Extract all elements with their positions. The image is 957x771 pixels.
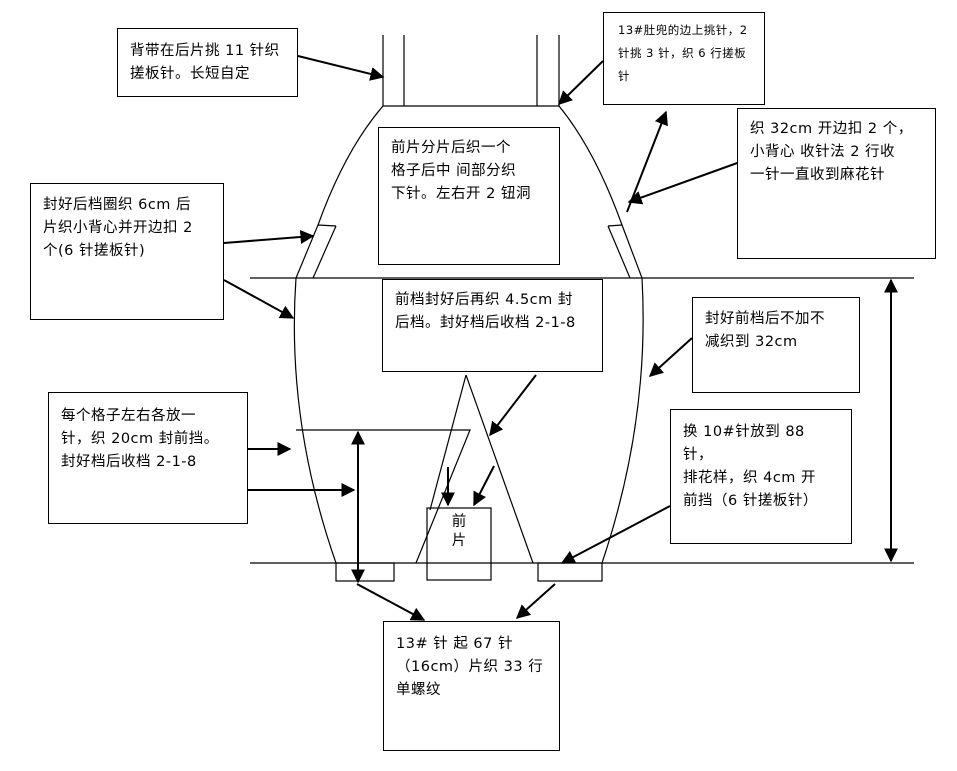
arrow-armhole (223, 230, 315, 244)
left-cuff (335, 562, 395, 582)
arrow-knit-32 (627, 161, 741, 205)
front-piece-box (426, 507, 492, 581)
arrow-crotch (489, 374, 537, 437)
arrow-cast-on-left (356, 583, 426, 621)
body-outline (601, 277, 644, 564)
note-front-split: 前片分片后织一个 格子后中 间部分织 下针。左右开 2 钮洞 (378, 127, 560, 265)
note-bib-edge: 13#肚兜的边上挑针，2 针挑 3 针，织 6 行搓板 针 (603, 12, 765, 105)
arrow-cast-on-right (515, 583, 556, 619)
side-band (312, 225, 337, 279)
arrow-no-change (648, 337, 693, 377)
note-grid-increase: 每个格子左右各放一 针，织 20cm 封前挡。 封好档后收档 2-1-8 (48, 392, 248, 524)
note-needle-change: 换 10#针放到 88 针， 排花样，织 4cm 开 前挡（6 针搓板针） (670, 409, 852, 544)
right-cuff (537, 562, 603, 582)
arrow-bib-side (626, 110, 668, 213)
right-leg (465, 374, 534, 564)
arrow-bib-edge (557, 60, 604, 105)
arrow-needle-change (560, 505, 671, 564)
body-outline (293, 277, 337, 564)
arrow-side (223, 279, 295, 319)
arrow-front-diag (473, 465, 495, 507)
left-leg (296, 429, 471, 564)
note-front-crotch-close: 前档封好后再织 4.5cm 封 后档。封好档后收档 2-1-8 (382, 279, 603, 372)
note-back-armhole: 封好后档圈织 6cm 后 片织小背心并开边扣 2 个(6 针搓板针) (30, 183, 224, 320)
crotch-v (429, 374, 467, 511)
bib-outline (295, 105, 384, 279)
side-band (317, 224, 337, 227)
note-knit-32: 织 32cm 开边扣 2 个， 小背心 收针法 2 行收 一针一直收到麻花针 (737, 108, 936, 259)
note-cast-on: 13# 针 起 67 针 （16cm）片织 33 行 单螺纹 (383, 621, 560, 751)
arrow-strap (297, 55, 385, 81)
bib-outline (558, 105, 643, 279)
note-no-change: 封好前档后不加不 减织到 32cm (692, 297, 860, 393)
side-band (607, 225, 631, 279)
note-strap: 背带在后片挑 11 针织 搓板针。长短自定 (117, 28, 298, 97)
side-band (607, 224, 623, 227)
front-piece-label: 前 片 (451, 514, 467, 549)
